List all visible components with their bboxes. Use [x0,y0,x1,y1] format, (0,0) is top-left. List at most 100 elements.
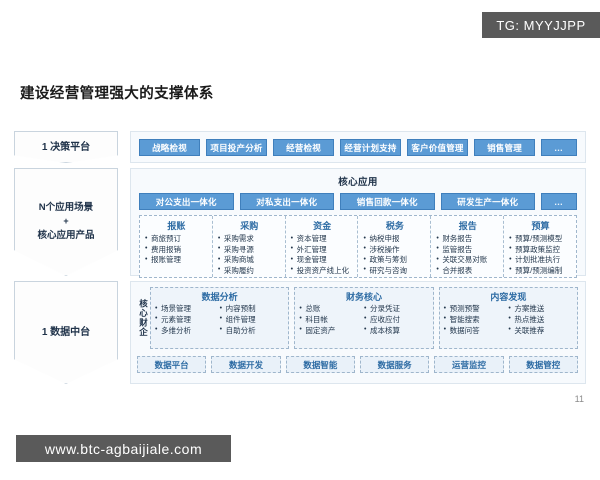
application-layer-panel: 核心应用 对公支出一体化 对私支出一体化 销售回款一体化 研发生产一体化 … 报… [130,168,586,278]
capability-chip-data-platform[interactable]: 数据平台 [137,356,207,373]
product-column-procurement[interactable]: 采购 采购需求 采购寻源 采购商城 采购履约 [213,216,286,277]
capability-chip-data-intelligence[interactable]: 数据智能 [285,356,355,373]
product-item[interactable]: 纳税申报 [363,234,426,245]
data-group-finance-core[interactable]: 财务核心 总账 科目帐 固定资产 分录凭证 应收应付 成本核算 [294,287,434,349]
product-item-list: 纳税申报 涉税操作 政策与筹划 研究与咨询 [363,234,426,277]
product-item-list: 预算/预测模型 预算政策监控 计划批准执行 预算/预测编制 [509,234,572,277]
scenario-button-personal-expense-integration[interactable]: 对私支出一体化 [239,193,334,210]
data-item[interactable]: 方案推送 [508,304,573,315]
page-number: 11 [574,394,584,404]
data-layer-panel: 核心财企 数据分析 场景管理 元素管理 多维分析 内容预制 [130,281,586,384]
decision-button-row: 战略检视 项目投产分析 经营检视 经营计划支持 客户价值管理 销售管理 … [139,139,577,156]
scenario-button-more[interactable]: … [541,193,577,210]
application-layer-label-line1: N个应用场景 [38,202,94,213]
data-item[interactable]: 固定资产 [299,325,364,337]
core-finance-vertical-label: 核心财企 [138,299,149,337]
product-item[interactable]: 采购寻源 [218,244,281,256]
data-item[interactable]: 内容预制 [220,304,285,315]
bottom-watermark: www.btc-agbaijiale.com [16,435,231,462]
decision-button-sales-management[interactable]: 销售管理 [474,139,535,156]
product-item[interactable]: 采购商城 [218,255,281,266]
decision-button-project-roi-analysis[interactable]: 项目投产分析 [206,139,267,156]
product-item[interactable]: 资本管理 [291,234,354,245]
decision-button-customer-value-management[interactable]: 客户价值管理 [407,139,468,156]
product-item[interactable]: 预算/预测编制 [509,265,572,277]
data-group-columns: 场景管理 元素管理 多维分析 内容预制 组件管理 自助分析 [155,304,284,337]
product-item[interactable]: 外汇管理 [291,244,354,256]
decision-layer-panel: 战略检视 项目投产分析 经营检视 经营计划支持 客户价值管理 销售管理 … [130,131,586,163]
data-group-list: 数据分析 场景管理 元素管理 多维分析 内容预制 组件管理 自助分析 [150,287,578,349]
capability-chip-data-governance[interactable]: 数据管控 [508,356,578,373]
product-column-reimbursement[interactable]: 报账 商旅预订 费用报销 报账管理 [140,216,213,277]
product-column-reporting[interactable]: 报告 财务报告 监管报告 关联交易对账 合并报表 [431,216,505,277]
page-title: 建设经营管理强大的支撑体系 [20,86,214,102]
decision-button-operations-review[interactable]: 经营检视 [273,139,334,156]
data-item[interactable]: 多维分析 [155,325,220,337]
scenario-button-corporate-expense-integration[interactable]: 对公支出一体化 [139,193,234,210]
product-item-list: 采购需求 采购寻源 采购商城 采购履约 [218,234,281,277]
product-item[interactable]: 采购履约 [218,265,281,277]
data-item-list-right: 内容预制 组件管理 自助分析 [220,304,285,337]
data-item-list-left: 场景管理 元素管理 多维分析 [155,304,220,337]
core-application-heading: 核心应用 [338,177,378,188]
data-item[interactable]: 数据问答 [444,325,509,337]
product-item[interactable]: 政策与筹划 [363,255,426,266]
data-item[interactable]: 关联推荐 [508,325,573,337]
data-item[interactable]: 场景管理 [155,304,220,315]
decision-button-strategy-review[interactable]: 战略检视 [139,139,200,156]
data-item[interactable]: 自助分析 [220,325,285,337]
product-item[interactable]: 预算/预测模型 [509,234,572,245]
product-item[interactable]: 合并报表 [436,265,499,277]
architecture-diagram: 1 决策平台 战略检视 项目投产分析 经营检视 经营计划支持 客户价值管理 销售… [14,131,586,389]
data-group-content-discovery[interactable]: 内容发现 预测预警 智能搜索 数据问答 方案推送 热点推送 关联推荐 [438,287,578,349]
product-item[interactable]: 关联交易对账 [436,255,499,266]
capability-chip-data-service[interactable]: 数据服务 [359,356,430,373]
data-group-title: 内容发现 [490,292,527,302]
scenario-button-row: 对公支出一体化 对私支出一体化 销售回款一体化 研发生产一体化 … [139,193,577,210]
product-item[interactable]: 采购需求 [218,234,281,245]
decision-button-more[interactable]: … [541,139,577,156]
product-item-list: 资本管理 外汇管理 现金管理 投资资产线上化 [291,234,354,277]
product-column-title: 税务 [385,221,404,231]
data-item[interactable]: 成本核算 [364,325,429,337]
product-item-list: 商旅预订 费用报销 报账管理 [145,234,208,266]
product-item[interactable]: 预算政策监控 [509,244,572,256]
application-layer-row: N个应用场景 + 核心应用产品 核心应用 对公支出一体化 对私支出一体化 销售回… [14,168,586,278]
data-item[interactable]: 组件管理 [220,314,285,326]
product-column-title: 报告 [458,221,477,231]
product-item[interactable]: 费用报销 [145,244,208,256]
capability-chip-data-development[interactable]: 数据开发 [211,356,281,373]
product-item[interactable]: 财务报告 [436,234,499,245]
data-item-list-left: 总账 科目帐 固定资产 [299,304,364,337]
data-layer-label: 1 数据中台 [14,281,118,384]
data-item[interactable]: 总账 [299,304,364,315]
product-column-budget[interactable]: 预算 预算/预测模型 预算政策监控 计划批准执行 预算/预测编制 [504,216,576,277]
capability-chip-operations-monitoring[interactable]: 运营监控 [434,356,504,373]
data-item[interactable]: 分录凭证 [364,304,429,315]
product-item[interactable]: 涉税操作 [363,244,426,256]
product-column-title: 报账 [167,221,186,231]
product-item[interactable]: 监管报告 [436,244,499,256]
data-item[interactable]: 预测预警 [444,304,509,315]
product-column-tax[interactable]: 税务 纳税申报 涉税操作 政策与筹划 研究与咨询 [358,216,432,277]
scenario-button-sales-collection-integration[interactable]: 销售回款一体化 [340,193,435,210]
data-item[interactable]: 热点推送 [508,314,573,326]
scenario-button-rd-production-integration[interactable]: 研发生产一体化 [440,193,535,210]
data-item[interactable]: 元素管理 [155,314,220,326]
decision-layer-row: 1 决策平台 战略检视 项目投产分析 经营检视 经营计划支持 客户价值管理 销售… [14,131,586,163]
data-item[interactable]: 智能搜索 [444,314,509,326]
product-column-title: 资金 [313,221,332,231]
product-item[interactable]: 商旅预订 [145,234,208,245]
data-group-title: 财务核心 [345,292,382,302]
data-item[interactable]: 科目帐 [299,314,364,326]
data-item[interactable]: 应收应付 [364,314,429,326]
product-item[interactable]: 研究与咨询 [363,265,426,277]
product-column-funds[interactable]: 资金 资本管理 外汇管理 现金管理 投资资产线上化 [286,216,359,277]
decision-button-business-plan-support[interactable]: 经营计划支持 [340,139,401,156]
core-product-grid: 报账 商旅预订 费用报销 报账管理 采购 采购需求 采购寻源 采购商城 采购履约 [139,215,577,278]
product-item[interactable]: 投资资产线上化 [291,265,354,277]
product-item[interactable]: 现金管理 [291,255,354,266]
product-item[interactable]: 计划批准执行 [509,255,572,266]
product-item[interactable]: 报账管理 [145,255,208,266]
data-group-data-analysis[interactable]: 数据分析 场景管理 元素管理 多维分析 内容预制 组件管理 自助分析 [150,287,290,349]
